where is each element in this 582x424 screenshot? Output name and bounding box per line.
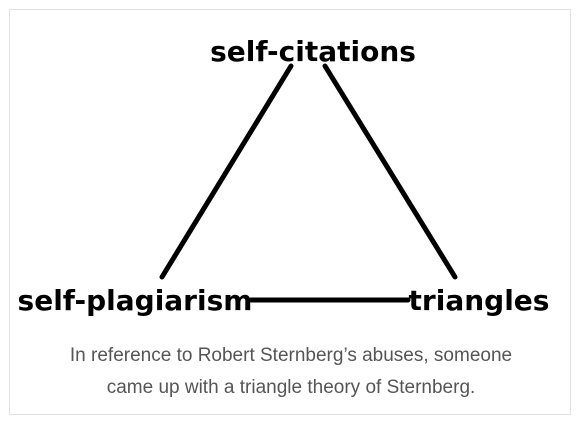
- caption-line-1: In reference to Robert Sternberg’s abuse…: [69, 345, 513, 366]
- caption-line-2: came up with a triangle theory of Sternb…: [106, 377, 476, 398]
- node-label-triangles: triangles: [409, 284, 550, 317]
- node-label-self-citations: self-citations: [210, 35, 416, 68]
- edge-top-right: [322, 63, 458, 280]
- edge-top-left: [159, 63, 294, 280]
- node-label-self-plagiarism: self-plagiarism: [18, 284, 253, 317]
- figure-frame: [9, 9, 571, 415]
- figure-caption: In reference to Robert Sternberg’s abuse…: [0, 340, 582, 404]
